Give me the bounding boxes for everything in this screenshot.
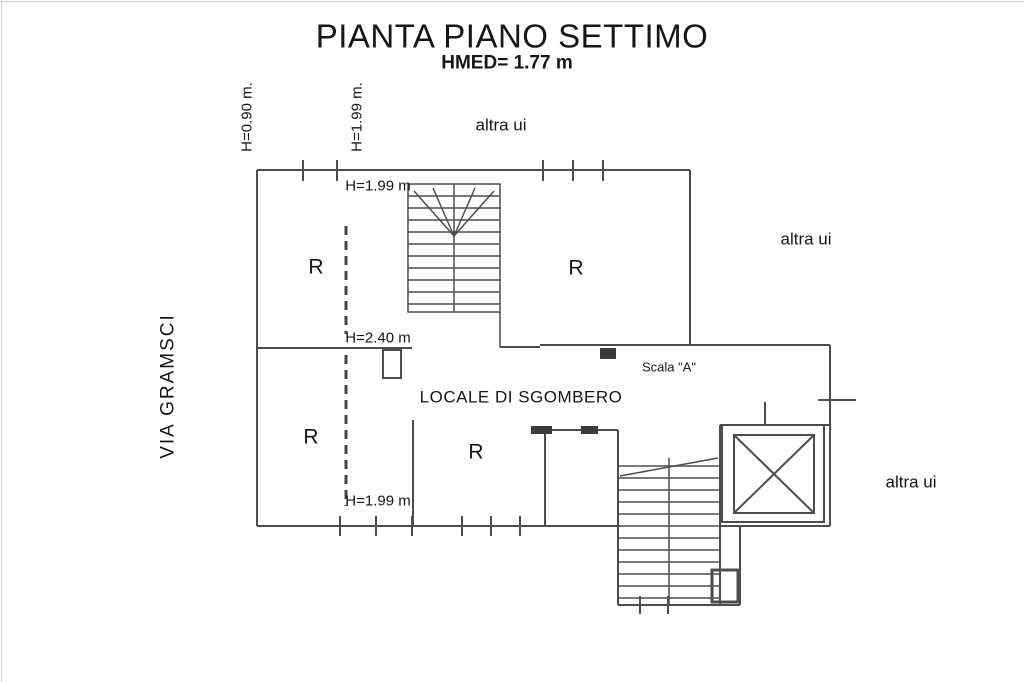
room-label-upper-right: R: [568, 256, 584, 280]
upper-staircase: [407, 183, 501, 347]
label-altra-ui-bottom-right: altra ui: [885, 472, 937, 492]
room-label-lower-middle: R: [468, 440, 484, 464]
street-label-via-gramsci: VIA GRAMSCI: [157, 313, 179, 459]
label-h199-upper-room: H=1.99 m: [345, 177, 411, 195]
label-altra-ui-right: altra ui: [780, 229, 832, 249]
window-ticks: [302, 160, 669, 614]
label-h090-top-wall: H=0.90 m.: [238, 82, 256, 152]
lower-staircase: [618, 457, 740, 605]
label-locale-di-sgombero: LOCALE DI SGOMBERO: [419, 387, 623, 407]
label-altra-ui-top: altra ui: [475, 115, 527, 135]
room-label-lower-left: R: [303, 425, 319, 449]
label-h240-divider: H=2.40 m: [345, 329, 411, 347]
elevator-shaft: [721, 424, 825, 523]
label-h199-lower-room: H=1.99 m: [345, 492, 411, 510]
page-title: PIANTA PIANO SETTIMO: [315, 17, 709, 55]
label-scala-a: Scala "A": [641, 359, 697, 375]
scan-edge-top: [0, 1, 1024, 2]
room-label-upper-left: R: [308, 255, 324, 279]
door-jambs: [531, 348, 616, 434]
plan-subtitle: HMED= 1.77 m: [441, 52, 573, 74]
label-h199-top-wall: H=1.99 m.: [348, 82, 366, 152]
scan-edge-left: [1, 0, 2, 682]
